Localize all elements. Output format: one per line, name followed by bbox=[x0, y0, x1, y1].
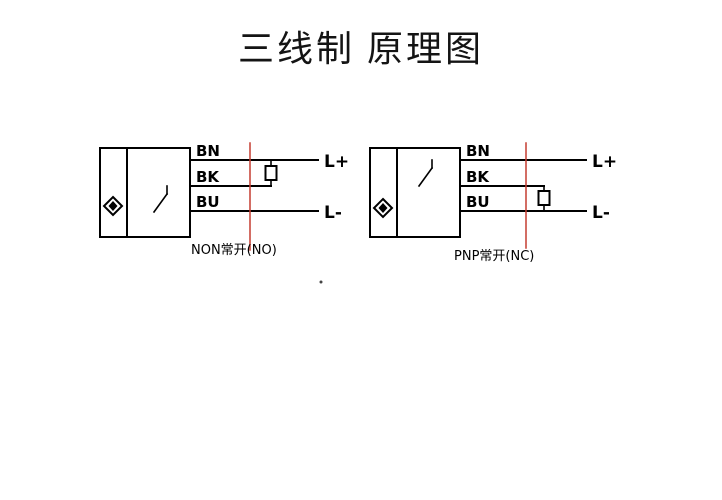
output-switch-icon bbox=[417, 159, 434, 188]
load-box bbox=[264, 165, 278, 181]
diagram-right-pnp: BN BK BU L+ L- PNP常开(NC) bbox=[369, 142, 617, 264]
proximity-sensor-icon bbox=[102, 195, 124, 217]
diagram-caption: NON常开(NO) bbox=[191, 243, 277, 258]
wire-label-bk: BK bbox=[196, 168, 220, 186]
sensor-diamond-inner bbox=[108, 201, 118, 211]
proximity-sensor-icon bbox=[372, 197, 394, 219]
switch-arm bbox=[417, 166, 434, 188]
switch-arm bbox=[152, 192, 169, 214]
sensor-diamond-outer bbox=[102, 195, 124, 217]
output-switch-icon bbox=[152, 185, 169, 214]
sensor-body bbox=[369, 147, 461, 238]
diagram-caption: PNP常开(NC) bbox=[454, 249, 534, 264]
wire-label-bn: BN bbox=[196, 142, 220, 160]
terminal-l-minus: L- bbox=[592, 203, 610, 223]
terminal-l-plus: L+ bbox=[592, 152, 617, 172]
load-resistor bbox=[537, 185, 551, 212]
wire-label-bn: BN bbox=[466, 142, 490, 160]
sensor-diamond-inner bbox=[378, 203, 388, 213]
terminal-l-minus: L- bbox=[324, 203, 342, 223]
wire-label-bk: BK bbox=[466, 168, 490, 186]
load-resistor bbox=[264, 159, 278, 187]
wire-label-bu: BU bbox=[196, 193, 220, 211]
diagram-left-npn: BN BK BU L+ L- NON常开(NO) bbox=[99, 142, 349, 258]
load-box bbox=[537, 190, 551, 206]
page-title: 三线制 原理图 bbox=[237, 29, 484, 69]
wire-label-bu: BU bbox=[466, 193, 490, 211]
terminal-l-plus: L+ bbox=[324, 152, 349, 172]
sensor-body bbox=[99, 147, 191, 238]
stray-mark bbox=[319, 280, 323, 284]
sensor-diamond-outer bbox=[372, 197, 394, 219]
